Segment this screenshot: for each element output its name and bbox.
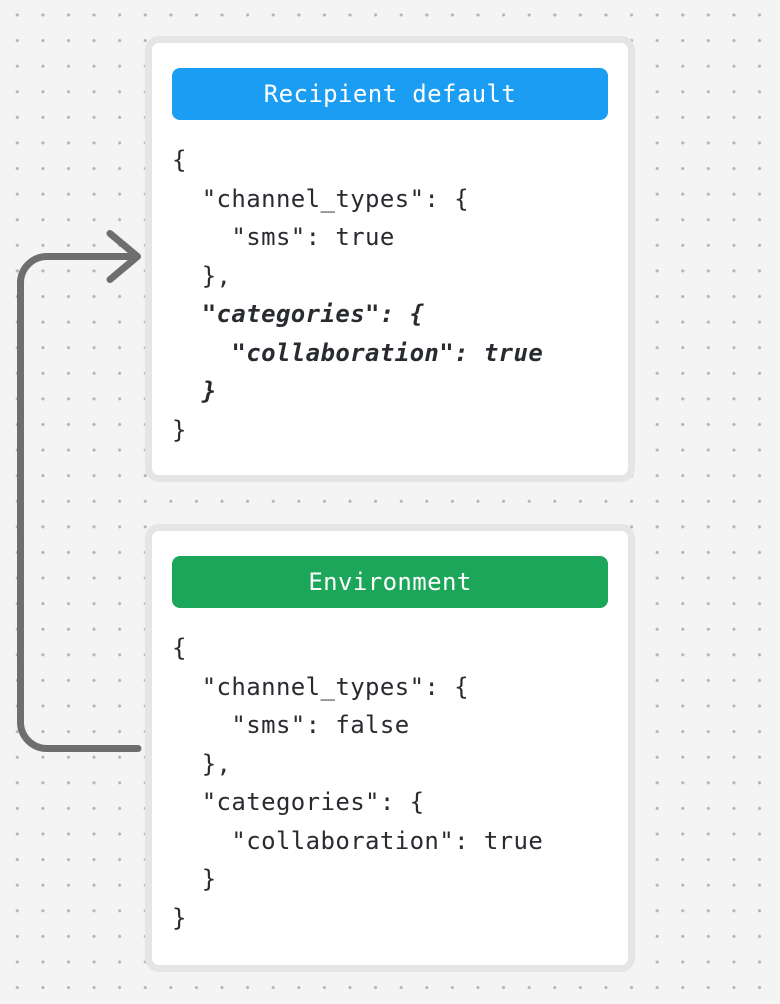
card-recipient-default: Recipient default { "channel_types": { "… bbox=[145, 36, 635, 482]
code-line: "channel_types": { bbox=[172, 672, 469, 701]
code-line: } bbox=[172, 377, 217, 405]
card-environment: Environment { "channel_types": { "sms": … bbox=[145, 524, 635, 972]
code-line: "collaboration": true bbox=[172, 338, 544, 367]
recipient-default-json: { "channel_types": { "sms": true }, "cat… bbox=[172, 141, 608, 449]
flow-arrowhead-icon bbox=[106, 230, 141, 283]
code-line: } bbox=[172, 865, 217, 893]
code-line: "sms": true bbox=[172, 223, 395, 251]
flow-arrow-shaft bbox=[17, 253, 142, 752]
code-line: } bbox=[172, 415, 187, 444]
code-line: { bbox=[172, 146, 187, 174]
code-line: }, bbox=[172, 261, 232, 290]
recipient-default-header-badge: Recipient default bbox=[172, 68, 608, 120]
code-line: "channel_types": { bbox=[172, 184, 469, 213]
code-line: "categories": { bbox=[172, 788, 425, 816]
code-line: "categories": { bbox=[172, 300, 425, 328]
code-line: "collaboration": true bbox=[172, 826, 544, 855]
environment-json: { "channel_types": { "sms": false }, "ca… bbox=[172, 629, 608, 937]
environment-header-badge: Environment bbox=[172, 556, 608, 608]
code-line: }, bbox=[172, 749, 232, 778]
code-line: { bbox=[172, 634, 187, 662]
code-line: } bbox=[172, 903, 187, 932]
code-line: "sms": false bbox=[172, 711, 410, 739]
